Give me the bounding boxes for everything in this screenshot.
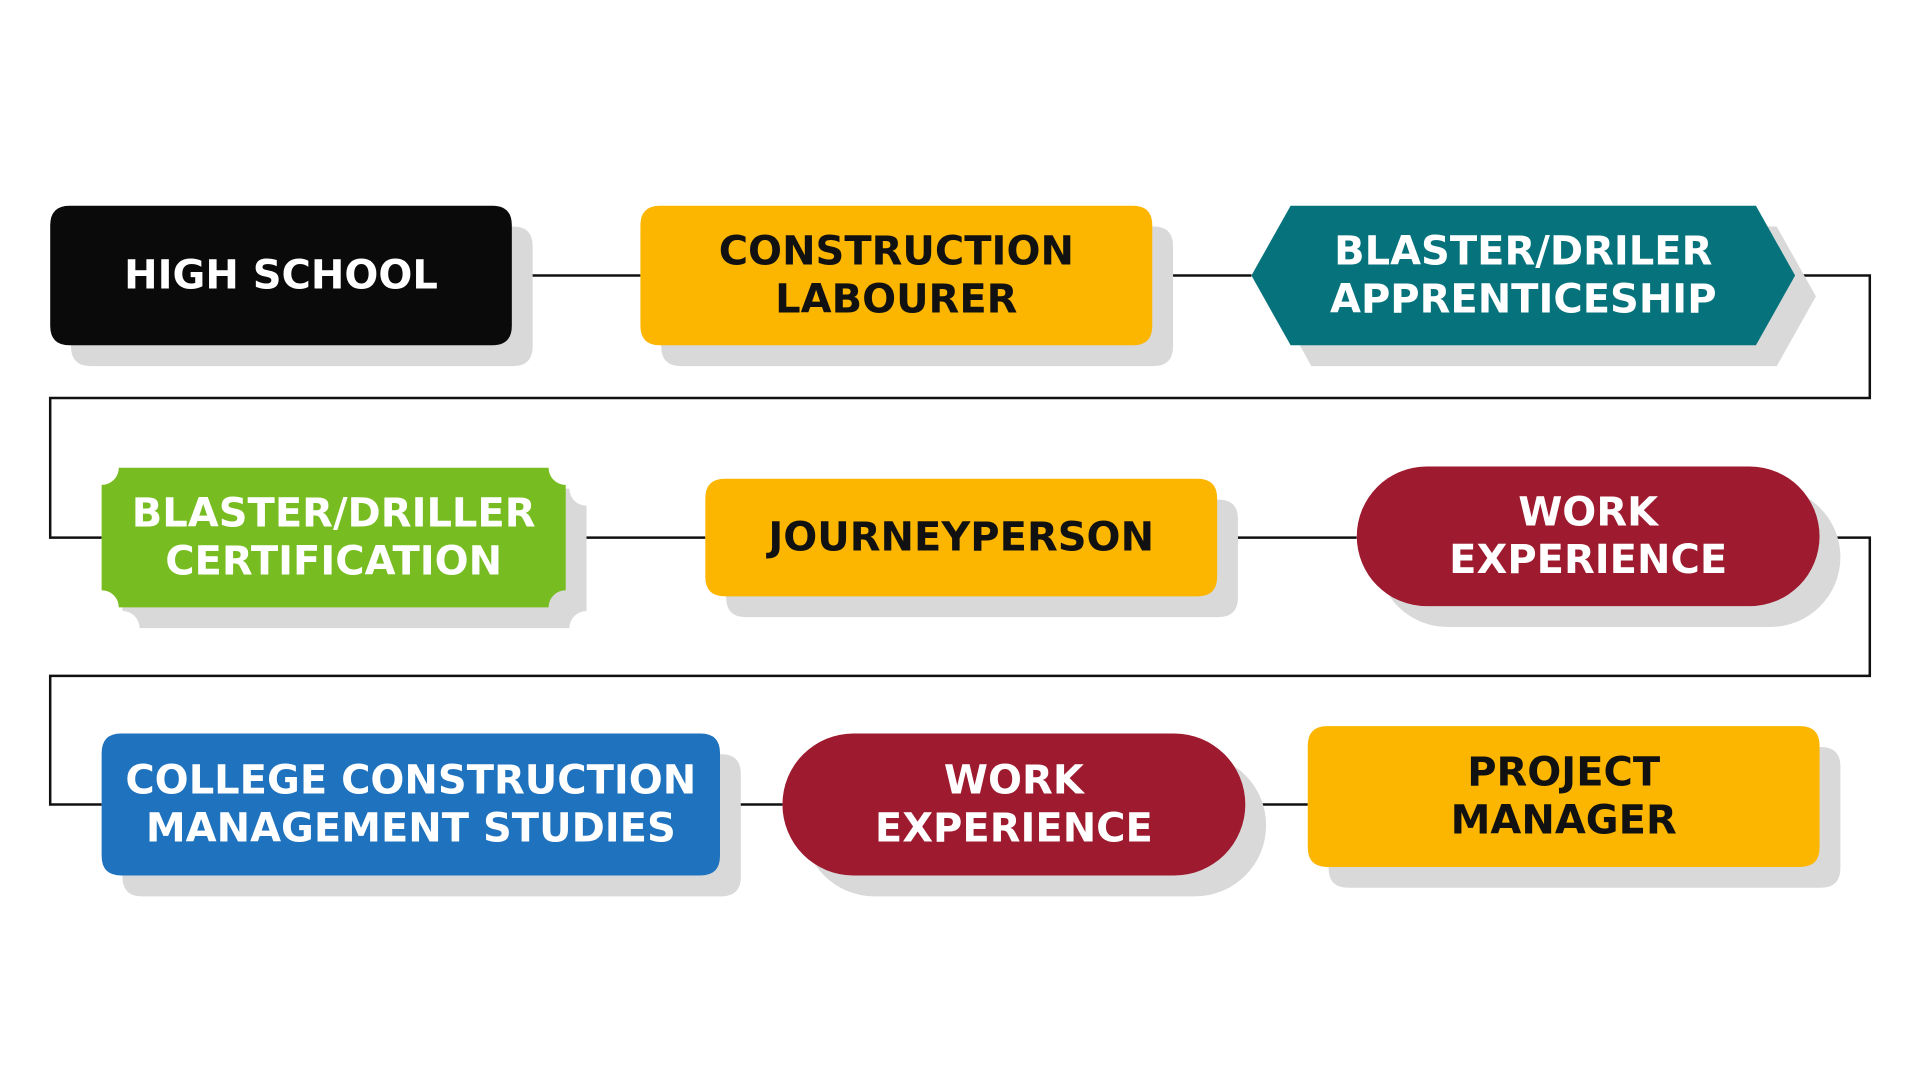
construction-labourer-box: [640, 205, 1153, 346]
blaster-driler-apprenticeship-label-line: APPRENTICESHIP: [1330, 276, 1717, 322]
work-experience-2-box: [782, 733, 1246, 876]
blaster-driler-apprenticeship-label-line: BLASTER/DRILER: [1334, 229, 1712, 275]
blaster-driller-certification-box: [101, 467, 566, 608]
work-experience-2-label-line: EXPERIENCE: [875, 805, 1153, 851]
project-manager-label-line: PROJECT: [1467, 750, 1661, 796]
college-construction-management-studies-label-line: COLLEGE CONSTRUCTION: [125, 758, 696, 804]
work-experience-1-label-line: EXPERIENCE: [1449, 537, 1727, 583]
blaster-driler-apprenticeship-box: [1251, 205, 1796, 346]
blaster-driller-certification-label-line: CERTIFICATION: [165, 538, 502, 584]
college-construction-management-studies-box: [101, 733, 721, 876]
blaster-driller-certification-label-line: BLASTER/DRILLER: [132, 491, 536, 537]
project-manager-box: [1307, 726, 1820, 867]
connector-line: [48, 536, 1872, 806]
project-manager-label-line: MANAGER: [1451, 797, 1677, 843]
high-school-label-line: HIGH SCHOOL: [124, 253, 438, 299]
high-school-box: [50, 205, 512, 346]
journeyperson-node: JOURNEYPERSON: [705, 478, 1218, 597]
construction-labourer-label-line: CONSTRUCTION: [719, 229, 1074, 275]
college-construction-management-studies-label-line: MANAGEMENT STUDIES: [146, 805, 676, 851]
work-experience-2-label-line: WORK: [944, 758, 1086, 804]
high-school-node: HIGH SCHOOL: [50, 205, 512, 346]
work-experience-1-label-line: WORK: [1518, 489, 1660, 535]
connector-line: [48, 274, 1872, 539]
construction-labourer-label-line: LABOURER: [775, 276, 1017, 322]
work-experience-1-box: [1356, 466, 1820, 607]
journeyperson-box: [705, 478, 1218, 597]
journeyperson-label-line: JOURNEYPERSON: [765, 515, 1154, 561]
